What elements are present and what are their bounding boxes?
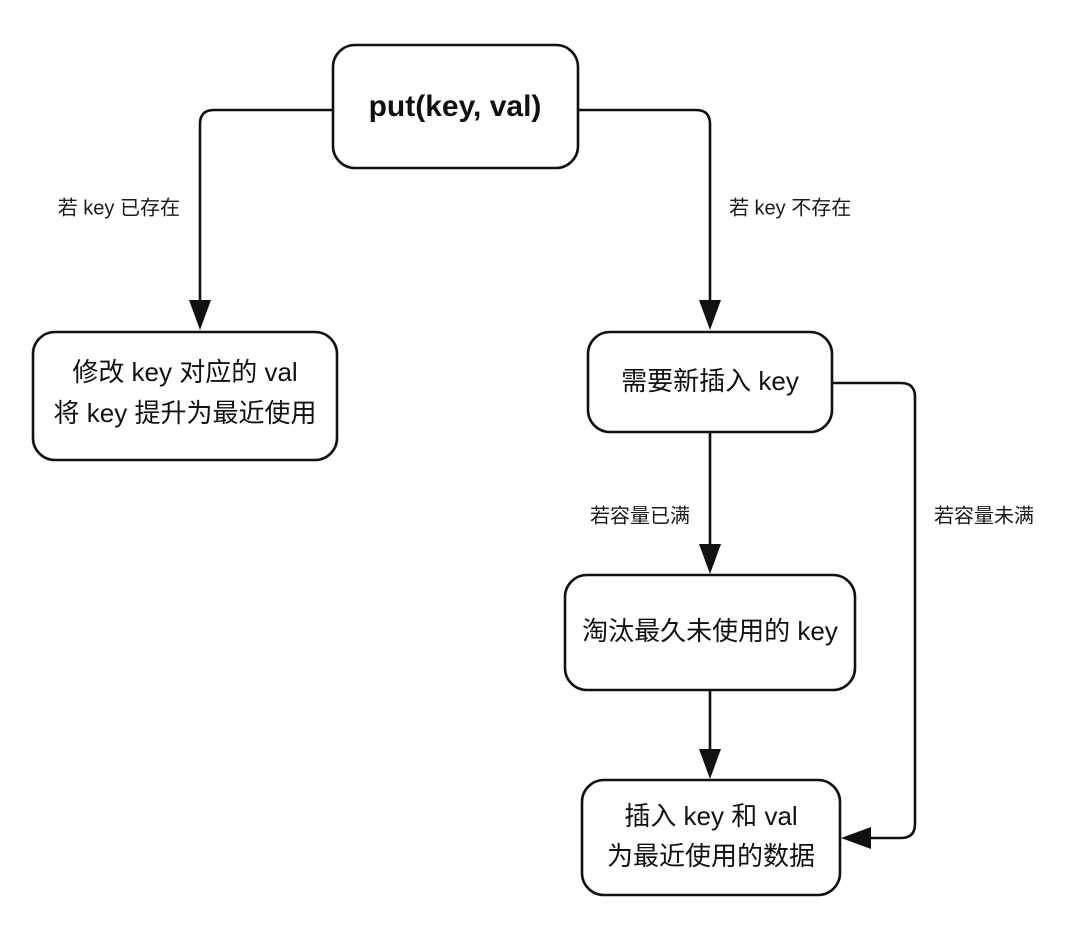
- node-insert-key-val-label-line2: 为最近使用的数据: [607, 841, 815, 871]
- node-need-insert-key-shape: [586, 330, 834, 434]
- edge-key-absent-line: [578, 108, 712, 305]
- edge-capacity-free-arrowhead: [841, 827, 871, 849]
- edge-key-absent: [578, 108, 721, 330]
- edge-key-exists-arrowhead: [189, 300, 211, 330]
- edge-capacity-free-line: [832, 381, 917, 840]
- edge-label-capacity-full: 若容量已满: [590, 504, 690, 527]
- node-evict-lru-key[interactable]: 淘汰最久未使用的 key: [563, 573, 857, 692]
- edge-key-exists: [189, 108, 333, 330]
- node-insert-key-val-shape: [580, 778, 842, 897]
- edge-key-exists-line: [198, 108, 333, 305]
- node-evict-lru-key-shape: [563, 573, 857, 692]
- node-modify-existing-key-label-line2: 将 key 提升为最近使用: [54, 398, 317, 428]
- edge-evict-to-store: [699, 690, 721, 779]
- edge-evict-to-store-arrowhead: [699, 749, 721, 779]
- node-need-insert-key[interactable]: 需要新插入 key: [586, 330, 834, 434]
- edge-label-capacity-free: 若容量未满: [934, 504, 1034, 527]
- node-modify-existing-key-shape: [31, 330, 339, 462]
- node-need-insert-key-label: 需要新插入 key: [621, 366, 799, 396]
- node-evict-lru-key-label: 淘汰最久未使用的 key: [582, 616, 838, 646]
- node-insert-key-val-label-line1: 插入 key 和 val: [624, 801, 797, 831]
- node-put-key-val[interactable]: put(key, val): [331, 43, 580, 170]
- node-put-key-val-shape: [331, 43, 580, 170]
- node-modify-existing-key-label-line1: 修改 key 对应的 val: [72, 357, 297, 387]
- edge-label-key-absent: 若 key 不存在: [729, 196, 851, 219]
- edge-label-key-exists: 若 key 已存在: [58, 196, 180, 219]
- node-put-key-val-label: put(key, val): [369, 90, 542, 123]
- edge-capacity-full: [699, 432, 721, 574]
- edge-key-absent-arrowhead: [699, 300, 721, 330]
- edge-capacity-full-arrowhead: [699, 544, 721, 574]
- node-modify-existing-key[interactable]: 修改 key 对应的 val 将 key 提升为最近使用: [31, 330, 339, 462]
- edge-capacity-free: [832, 381, 917, 849]
- node-insert-key-val[interactable]: 插入 key 和 val 为最近使用的数据: [580, 778, 842, 897]
